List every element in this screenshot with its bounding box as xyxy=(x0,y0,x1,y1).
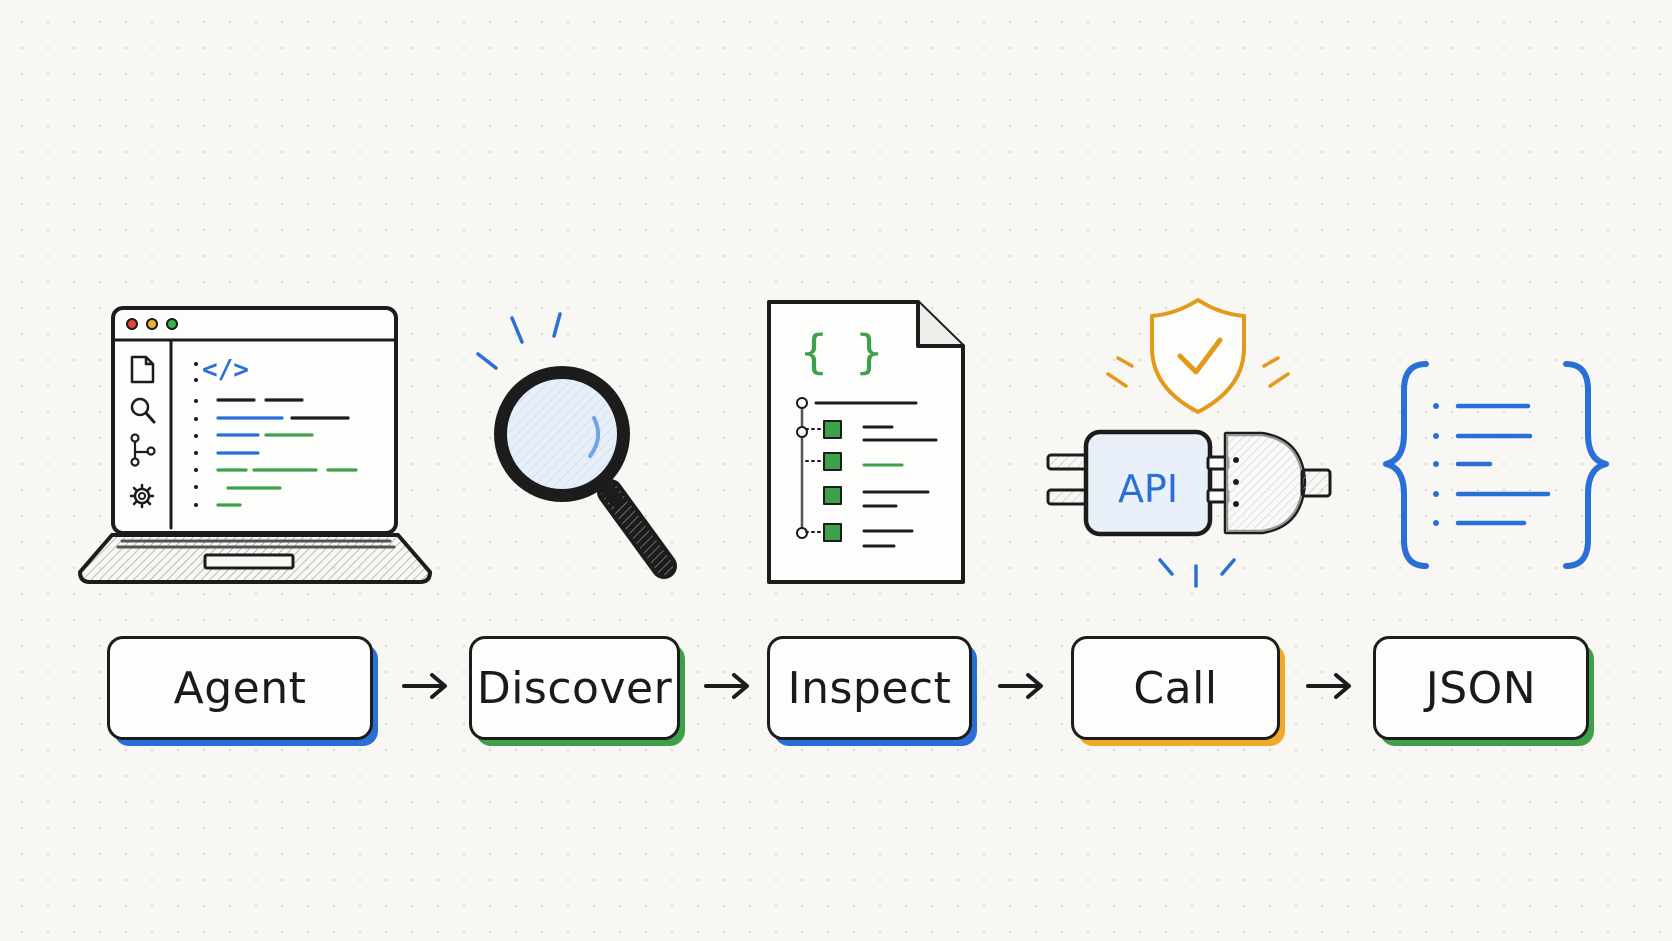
step-inspect: Inspect xyxy=(767,636,972,740)
step-json: JSON xyxy=(1373,636,1589,740)
flow-arrow-right-icon xyxy=(402,673,447,699)
step-discover-label: Discover xyxy=(476,662,673,714)
json-braces-icon xyxy=(1383,361,1609,569)
step-inspect-label: Inspect xyxy=(787,662,952,714)
flow-arrow-right-icon xyxy=(998,673,1043,699)
step-agent-label: Agent xyxy=(173,662,307,714)
api-plug-shield-icon xyxy=(1046,298,1332,588)
code-tag: </> xyxy=(202,355,249,385)
flow-arrow-right-icon xyxy=(704,673,749,699)
step-call: Call xyxy=(1071,636,1280,740)
step-call-label: Call xyxy=(1133,662,1218,714)
magnifier-icon xyxy=(476,312,677,579)
step-discover: Discover xyxy=(469,636,680,740)
step-json-label: JSON xyxy=(1425,662,1537,714)
schema-braces: { } xyxy=(800,325,883,379)
laptop-code-icon xyxy=(78,306,432,584)
flow-arrow-right-icon xyxy=(1306,673,1351,699)
schema-document-icon xyxy=(767,300,965,584)
step-agent: Agent xyxy=(107,636,373,740)
api-plug-label: API xyxy=(1118,467,1178,511)
